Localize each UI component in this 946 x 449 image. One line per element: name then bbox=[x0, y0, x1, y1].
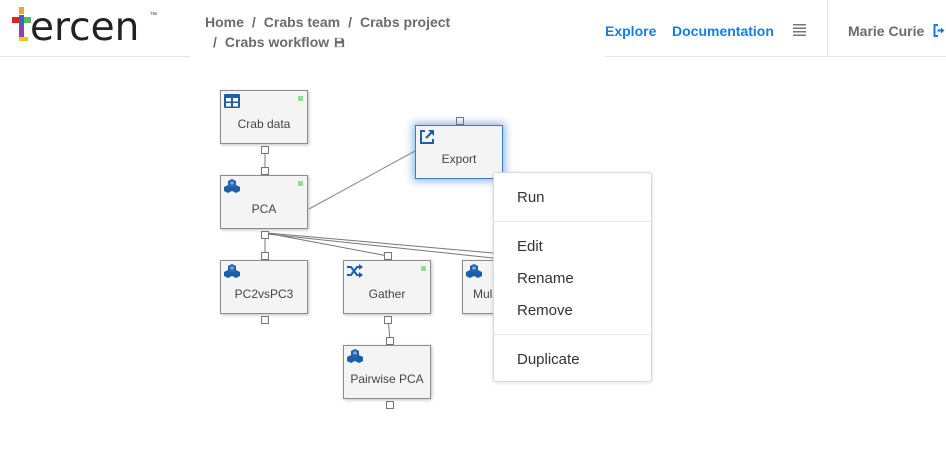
external-link-icon bbox=[420, 130, 434, 144]
context-menu: Run Edit Rename Remove Duplicate bbox=[493, 172, 652, 382]
node-label: Pairwise PCA bbox=[350, 372, 424, 386]
output-port[interactable] bbox=[386, 401, 394, 409]
breadcrumb-project[interactable]: Crabs project bbox=[359, 14, 451, 30]
link-pca-mul-1 bbox=[266, 232, 494, 254]
output-port[interactable] bbox=[261, 146, 269, 154]
input-port[interactable] bbox=[384, 252, 392, 260]
header-border-right bbox=[605, 56, 946, 57]
node-label: Mul bbox=[473, 287, 493, 301]
documentation-link[interactable]: Documentation bbox=[672, 23, 774, 39]
header-border-left bbox=[0, 56, 190, 57]
shuffle-icon bbox=[347, 264, 363, 278]
status-indicator bbox=[421, 266, 426, 271]
explore-link[interactable]: Explore bbox=[605, 23, 657, 39]
menu-divider bbox=[494, 221, 651, 222]
cubes-icon bbox=[224, 264, 240, 278]
workflow-links bbox=[264, 146, 494, 342]
menu-item-edit[interactable]: Edit bbox=[517, 238, 543, 255]
menu-divider bbox=[494, 334, 651, 335]
breadcrumb: Home / Crabs team / Crabs project bbox=[205, 12, 450, 32]
input-port[interactable] bbox=[261, 252, 269, 260]
output-port[interactable] bbox=[384, 316, 392, 324]
node-export[interactable]: Export bbox=[415, 125, 503, 179]
link-pca-export bbox=[308, 150, 416, 210]
link-pca-gather bbox=[265, 232, 389, 257]
node-pca[interactable]: PCA bbox=[220, 175, 308, 229]
status-indicator bbox=[298, 96, 303, 101]
node-label: Export bbox=[441, 152, 477, 166]
node-gather[interactable]: Gather bbox=[343, 260, 431, 314]
input-port[interactable] bbox=[386, 337, 394, 345]
menu-item-duplicate[interactable]: Duplicate bbox=[517, 351, 580, 368]
logo-cross-icon bbox=[12, 7, 31, 41]
header-divider bbox=[827, 0, 828, 56]
node-crab-data[interactable]: Crab data bbox=[220, 90, 308, 144]
breadcrumb-workflow[interactable]: Crabs workflow bbox=[224, 34, 330, 50]
tercen-logo[interactable]: ercen ™ bbox=[12, 6, 162, 48]
node-pairwise-pca[interactable]: Pairwise PCA bbox=[343, 345, 431, 399]
breadcrumb-separator: / bbox=[348, 14, 352, 30]
link-pca-mul-2 bbox=[266, 233, 494, 259]
input-port[interactable] bbox=[456, 117, 464, 125]
logo-text: ercen bbox=[30, 5, 140, 50]
table-icon bbox=[224, 94, 240, 108]
cubes-icon bbox=[224, 179, 240, 193]
breadcrumb-home[interactable]: Home bbox=[205, 14, 244, 30]
menu-item-rename[interactable]: Rename bbox=[517, 270, 574, 287]
logo-trademark: ™ bbox=[150, 12, 157, 19]
top-header: ercen ™ Home / Crabs team / Crabs project / … bbox=[0, 0, 946, 57]
cubes-icon bbox=[347, 349, 363, 363]
node-pc2vspc3[interactable]: PC2vsPC3 bbox=[220, 260, 308, 314]
node-label: Crab data bbox=[237, 117, 291, 131]
menu-item-remove[interactable]: Remove bbox=[517, 302, 573, 319]
user-name[interactable]: Marie Curie bbox=[848, 23, 925, 39]
hamburger-menu-icon[interactable] bbox=[793, 24, 806, 36]
node-label: Gather bbox=[368, 287, 406, 301]
save-icon[interactable] bbox=[334, 37, 345, 48]
node-label: PC2vsPC3 bbox=[234, 287, 294, 301]
breadcrumb-separator: / bbox=[251, 14, 256, 30]
breadcrumb-current-row: / Crabs workflow bbox=[213, 32, 345, 52]
output-port[interactable] bbox=[261, 231, 269, 239]
menu-item-run[interactable]: Run bbox=[517, 189, 545, 206]
breadcrumb-separator: / bbox=[213, 34, 217, 50]
logout-icon[interactable] bbox=[933, 24, 946, 37]
input-port[interactable] bbox=[261, 167, 269, 175]
workflow-canvas[interactable]: Crab data PCA Export bbox=[0, 57, 946, 449]
status-indicator bbox=[298, 181, 303, 186]
output-port[interactable] bbox=[261, 316, 269, 324]
node-label: PCA bbox=[251, 202, 277, 216]
cubes-icon bbox=[466, 264, 482, 278]
breadcrumb-team[interactable]: Crabs team bbox=[263, 14, 341, 30]
